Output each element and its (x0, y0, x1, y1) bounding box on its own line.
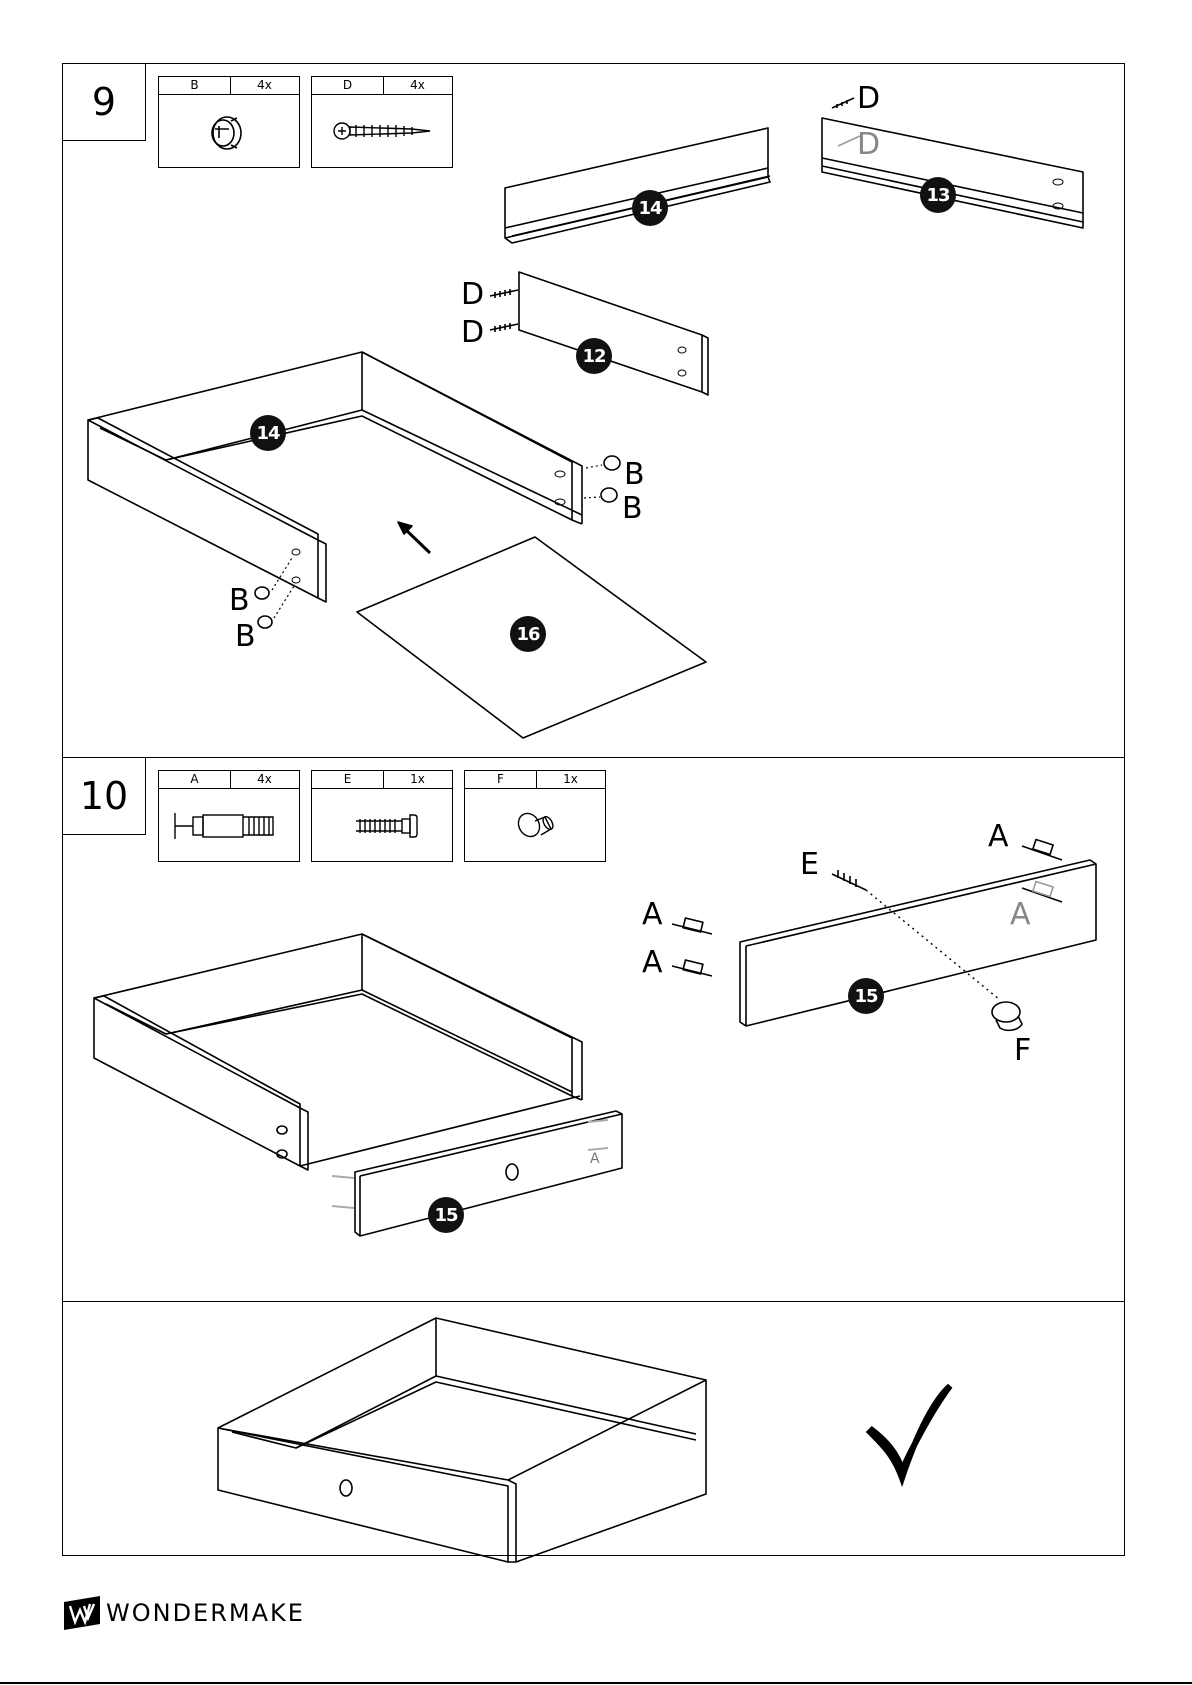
part-badge-15: 15 (848, 978, 884, 1014)
part-badge-14: 14 (632, 190, 668, 226)
drawer-frame-step10 (94, 934, 582, 1170)
label-a: A (642, 948, 663, 978)
arrow-icon (398, 522, 430, 553)
part-badge-13: 13 (920, 177, 956, 213)
label-b: B (624, 460, 645, 490)
label-a: A (642, 900, 663, 930)
label-d: D (461, 318, 484, 348)
brand-name: WONDERMAKE (106, 1599, 305, 1627)
cam-lock-b-group (255, 456, 620, 628)
label-d-grey: D (857, 130, 880, 160)
label-d: D (461, 280, 484, 310)
finished-drawer (218, 1318, 706, 1562)
label-a-small: A (590, 1152, 600, 1166)
panel-12 (519, 272, 708, 395)
label-b: B (622, 494, 643, 524)
wondermake-logo (64, 1596, 100, 1630)
label-e: E (800, 850, 819, 880)
brand: WONDERMAKE (64, 1596, 305, 1630)
label-a-grey: A (1010, 900, 1031, 930)
footer-rule (0, 1682, 1192, 1684)
part-badge-12: 12 (576, 338, 612, 374)
drawer-frame-step9 (88, 352, 582, 602)
panel-14-top (505, 128, 770, 243)
label-a: A (988, 822, 1009, 852)
front-panel-15-lower (355, 1111, 622, 1236)
front-panel-15-right (740, 860, 1096, 1026)
label-d: D (857, 84, 880, 114)
dowel-a-group (672, 839, 1062, 976)
label-f: F (1014, 1036, 1031, 1066)
knob-f (992, 1002, 1022, 1030)
checkmark-icon (870, 1386, 950, 1478)
bolt-e (832, 870, 866, 890)
label-b: B (235, 622, 256, 652)
part-badge-14-frame: 14 (250, 415, 286, 451)
screw-d-group (490, 98, 860, 332)
part-badge-15-lower: 15 (428, 1197, 464, 1233)
label-b: B (229, 586, 250, 616)
part-badge-16: 16 (510, 616, 546, 652)
